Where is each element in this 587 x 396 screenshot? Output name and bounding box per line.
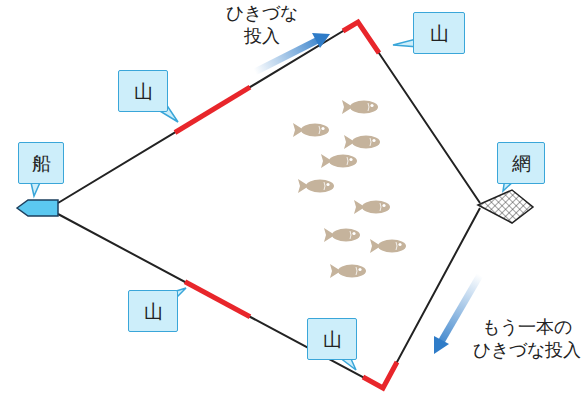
- rope-marker: [185, 282, 250, 317]
- action-label: もう一本の ひきづな投入: [473, 316, 581, 361]
- action-label: ひきづな 投入: [226, 2, 298, 47]
- callout-box: 山: [307, 318, 357, 360]
- rope-line: [58, 208, 480, 388]
- callout-box: 船: [18, 142, 64, 184]
- rope-marker: [363, 362, 397, 388]
- rope-marker: [343, 22, 379, 53]
- callout-tail: [30, 38, 517, 370]
- fish-school: [293, 100, 406, 278]
- callout-box: 山: [128, 290, 178, 332]
- callout-text: 山: [144, 300, 163, 323]
- callout-text: 山: [323, 328, 342, 351]
- callout-text: 山: [134, 80, 153, 103]
- callout-box: 山: [413, 12, 465, 54]
- callout-text: 網: [512, 152, 531, 175]
- boat-icon: [17, 200, 58, 216]
- callout-box: 山: [118, 70, 168, 112]
- net-icon: [478, 190, 533, 223]
- callout-text: 山: [430, 22, 449, 45]
- rope-marker: [175, 87, 250, 132]
- callout-box: 網: [497, 142, 545, 184]
- callout-text: 船: [32, 152, 51, 175]
